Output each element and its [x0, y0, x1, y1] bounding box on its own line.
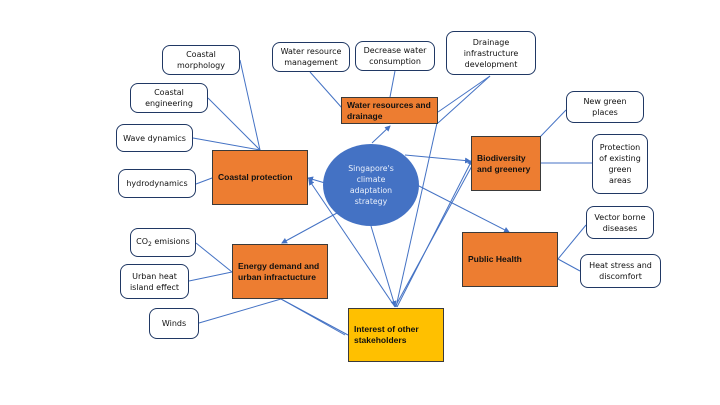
line-stakeholders-to-biodiversity-top	[394, 163, 474, 308]
theme-energy-demand[interactable]: Energy demand and urban infractucture	[232, 244, 328, 299]
line-water-to-bio-far	[437, 75, 491, 124]
theme-label: Energy demand and urban infractucture	[238, 260, 320, 282]
line-drainage-infra	[437, 75, 491, 113]
leaf-label: Heat stress and discomfort	[589, 261, 652, 281]
theme-label: Interest of other stakeholders	[354, 324, 419, 345]
leaf-label: CO2 emisions	[136, 236, 190, 250]
theme-label: Water resources and drainage	[347, 99, 431, 121]
leaf-hydrodynamics[interactable]: hydrodynamics	[118, 169, 196, 198]
leaf-co2-emissions[interactable]: CO2 emisions	[130, 228, 196, 257]
leaf-label: New green places	[583, 97, 627, 117]
leaf-urban-heat-island[interactable]: Urban heat island effect	[120, 264, 189, 299]
leaf-wave-dynamics[interactable]: Wave dynamics	[116, 124, 193, 152]
theme-coastal-protection[interactable]: Coastal protection	[212, 150, 308, 205]
arrow-center-to-stakeholders	[370, 225, 397, 307]
center-label-line: Singapore's	[348, 164, 394, 173]
leaf-coastal-morphology[interactable]: Coastal morphology	[162, 45, 240, 75]
line-water-resource-mgmt	[309, 71, 343, 109]
line-hydrodynamics	[195, 177, 213, 185]
leaf-label: Urban heat island effect	[129, 271, 180, 292]
arrow-center-to-energy	[281, 212, 338, 244]
leaf-water-resource-management[interactable]: Water resource management	[272, 42, 350, 72]
theme-other-stakeholders[interactable]: Interest of other stakeholders	[348, 308, 444, 362]
leaf-coastal-engineering[interactable]: Coastal engineering	[130, 83, 208, 113]
line-coastal-morphology	[239, 59, 261, 151]
leaf-label: Vector borne diseases	[594, 212, 646, 233]
line-heat-stress	[557, 258, 581, 272]
leaf-label: Coastal engineering	[145, 88, 193, 108]
line-energy-to-stake	[280, 298, 349, 336]
theme-label: Coastal protection	[218, 172, 293, 182]
arrow-center-to-biodiversity	[404, 154, 471, 164]
theme-water-resources[interactable]: Water resources and drainage	[341, 97, 438, 124]
leaf-label: Decrease water consumption	[363, 46, 427, 66]
line-urban-heat	[188, 271, 233, 282]
leaf-label: Coastal morphology	[177, 50, 225, 70]
leaf-label: hydrodynamics	[126, 179, 188, 188]
leaf-label: Water resource management	[280, 47, 342, 67]
leaf-heat-stress[interactable]: Heat stress and discomfort	[580, 254, 661, 288]
leaf-new-green-places[interactable]: New green places	[566, 91, 644, 123]
leaf-decrease-water-consumption[interactable]: Decrease water consumption	[355, 41, 435, 71]
leaf-label: Drainage infrastructure development	[463, 37, 519, 69]
arrow-center-to-health	[416, 184, 510, 233]
leaf-winds[interactable]: Winds	[149, 308, 199, 339]
co2-subscript: 2	[148, 240, 152, 248]
line-winds	[198, 298, 282, 324]
line-decrease-water	[389, 70, 396, 98]
line-coastal-engineering	[207, 97, 261, 151]
theme-label: Biodiversity and greenery	[477, 152, 531, 174]
line-wave-dynamics	[192, 137, 261, 151]
leaf-protection-green-areas[interactable]: Protection of existing green areas	[592, 134, 648, 194]
arrow-center-to-water	[371, 125, 391, 144]
leaf-vector-borne-diseases[interactable]: Vector borne diseases	[586, 206, 654, 239]
line-vector-borne	[557, 224, 587, 260]
center-label-line: adaptation	[349, 186, 393, 195]
leaf-label: Wave dynamics	[123, 133, 186, 143]
theme-biodiversity[interactable]: Biodiversity and greenery	[471, 136, 541, 191]
arrow-stakeholders-to-coastal	[308, 179, 396, 308]
theme-label: Public Health	[468, 254, 522, 264]
center-label-line: climate	[356, 175, 386, 184]
line-co2	[195, 242, 233, 273]
arrow-center-to-coastal	[307, 176, 326, 184]
arrow-stakeholders-to-biodiversity	[396, 159, 473, 308]
line-stakeholders-to-water	[395, 122, 438, 308]
leaf-label: Winds	[161, 319, 187, 328]
leaf-label: Protection of existing green areas	[599, 143, 641, 185]
theme-public-health[interactable]: Public Health	[462, 232, 558, 287]
center-label-line: strategy	[354, 197, 388, 206]
leaf-drainage-infrastructure[interactable]: Drainage infrastructure development	[446, 31, 536, 75]
line-new-green	[539, 109, 567, 138]
central-node[interactable]: Singapore's climate adaptation strategy	[323, 144, 419, 226]
co2-suffix: emisions	[151, 236, 190, 246]
co2-prefix: CO	[136, 236, 149, 246]
